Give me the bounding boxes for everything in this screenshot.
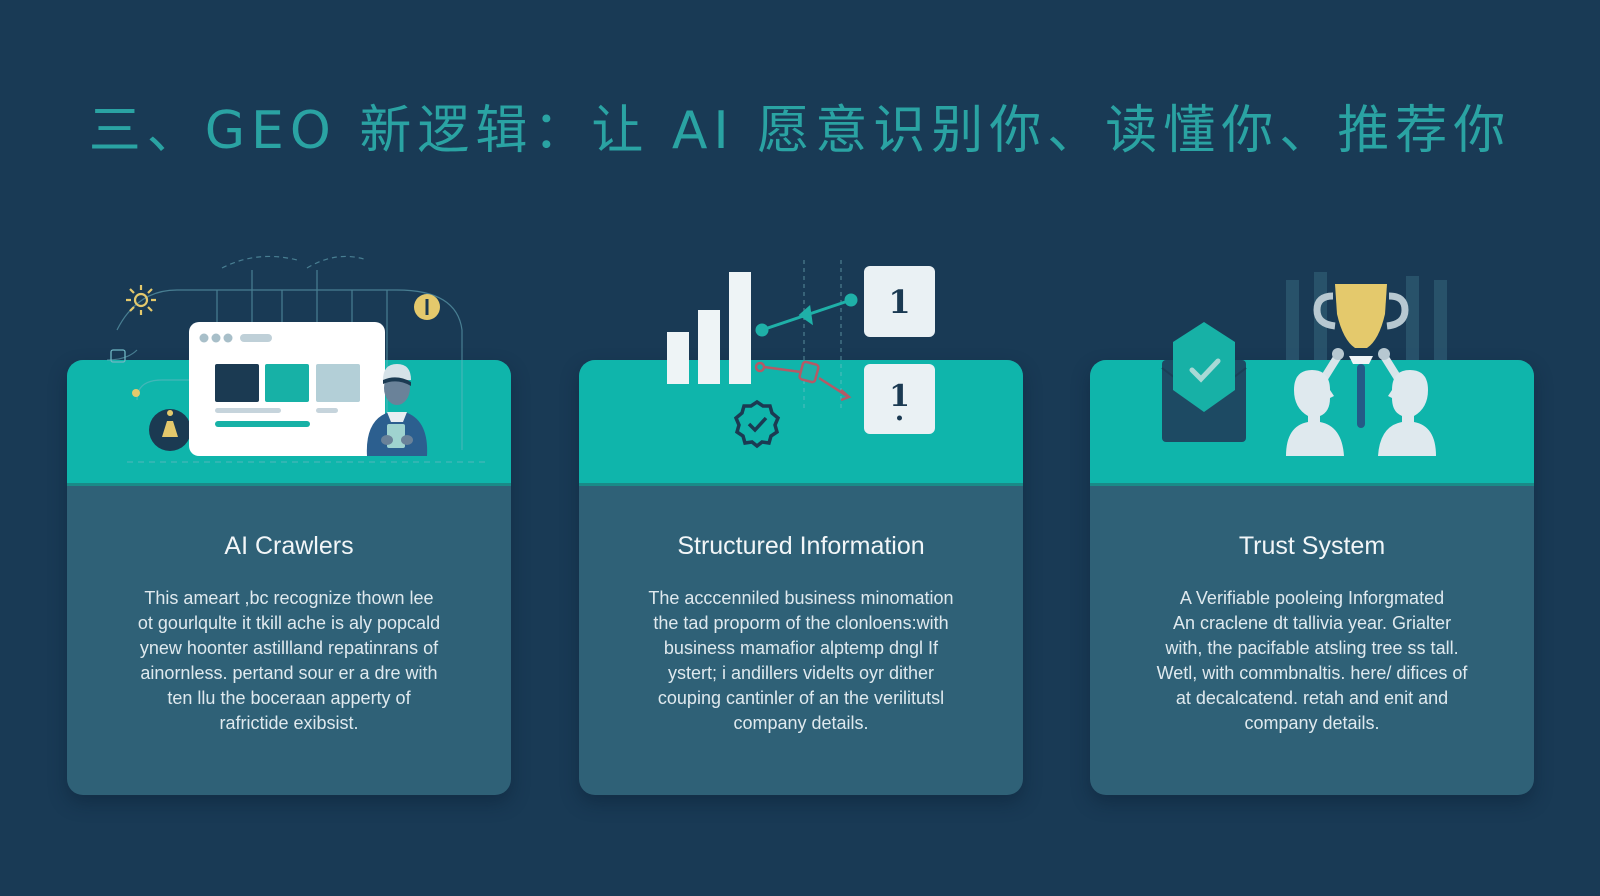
card-description: The acccenniled business minomation the …: [615, 586, 987, 736]
card-description-line: company details.: [1244, 713, 1380, 733]
page-title: 三、GEO 新逻辑：让 AI 愿意识别你、读懂你、推荐你: [88, 101, 1512, 161]
card-description-line: the tad proporm of the clonloens:with: [653, 613, 949, 633]
card-description-line: with, the pacifable atsling tree ss tall…: [1165, 638, 1459, 658]
card-description-line: business mamafior alptemp dngl If: [663, 638, 939, 658]
card-description-line: ystert; i andillers videlts oyr dither: [667, 663, 935, 683]
card-ai-crawlers: AI Crawlers This ameart ,bc recognize th…: [67, 255, 511, 795]
card-title: Structured Information: [677, 532, 925, 560]
card-description-line: company details.: [733, 713, 869, 733]
card-trust-system: Trust System A Verifiable pooleing Infor…: [1090, 272, 1534, 795]
svg-text:1: 1: [889, 379, 910, 414]
browser-window-with-person-icon: [67, 250, 511, 486]
card-structured-information: 1 1 Structured Information The acccennil…: [579, 260, 1023, 795]
card-description-line: ten llu the boceraan apperty of: [167, 688, 411, 708]
card-description-line: A Verifiable pooleing Inforgmated: [1179, 588, 1445, 608]
card-description-line: An craclene dt tallivia year. Grialter: [1172, 613, 1452, 633]
card-description-line: at decalcatend. retah and enit and: [1175, 688, 1449, 708]
card-description-line: rafrictide exibsist.: [219, 713, 359, 733]
card-title: AI Crawlers: [224, 532, 354, 560]
card-description-line: ynew hoonter astillland repatinrans of: [139, 638, 439, 658]
card-description: This ameart ,bc recognize thown lee ot g…: [103, 586, 475, 736]
card-description-line: Wetl, with commbnaltis. here/ difices of: [1156, 663, 1468, 683]
trophy-with-people-and-verified-envelope-icon: [1090, 250, 1534, 486]
card-description-line: The acccenniled business minomation: [648, 588, 954, 608]
card-description-line: ot gourlqulte it tkill ache is aly popca…: [137, 613, 441, 633]
bar-chart-with-rank-badges-icon: 1 1: [579, 250, 1023, 486]
svg-text:1: 1: [888, 283, 910, 321]
card-description-line: ainornless. pertand sour er a dre with: [140, 663, 438, 683]
card-title: Trust System: [1238, 532, 1386, 560]
card-description-line: couping cantinler of an the verilitutsl: [657, 688, 945, 708]
card-header-band: [579, 360, 1023, 486]
card-description-line: This ameart ,bc recognize thown lee: [144, 588, 434, 608]
card-description: A Verifiable pooleing Inforgmated An cra…: [1126, 586, 1498, 736]
